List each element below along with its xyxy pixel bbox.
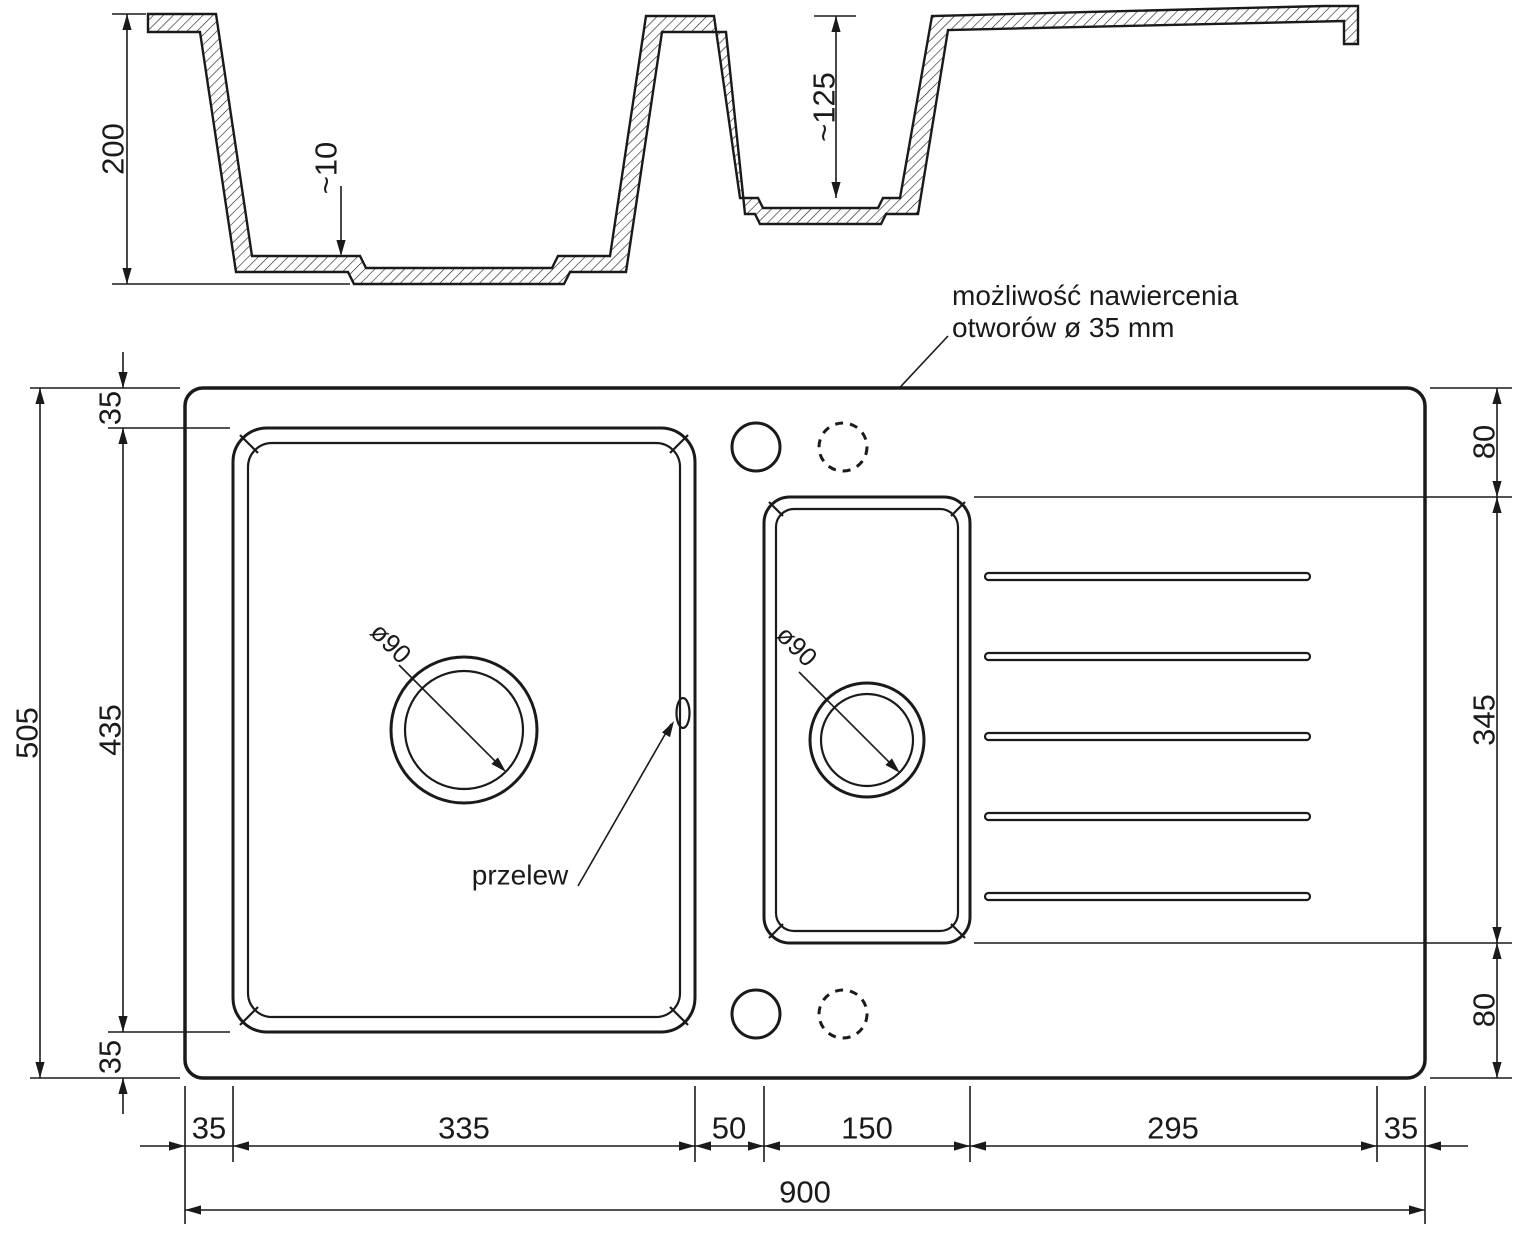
small-bowl-outline (762, 495, 972, 945)
drainboard-ridge (983, 571, 1312, 582)
main-drain-flange (389, 655, 539, 805)
main-drain-hole (403, 669, 525, 791)
overall-width-dim: 900 (779, 1175, 831, 1210)
small-bowl-depth-dim: ~125 (807, 72, 842, 142)
drainboard-ridge (983, 651, 1312, 662)
drainboard-height-dim: 345 (1467, 694, 1502, 746)
rim-left-dim: 35 (192, 1111, 226, 1146)
main-bowl-corner-ticks (239, 434, 689, 1026)
main-bowl-inner-rim (246, 441, 682, 1019)
drainboard-width-dim: 295 (1147, 1111, 1199, 1146)
overall-height-dim: 505 (10, 707, 45, 759)
drill-note-line1: możliwość nawiercenia (952, 280, 1239, 311)
plan-view: przelew ø90 ø90 (183, 386, 1427, 1080)
faucet-hole-bottom (730, 988, 782, 1040)
drainboard-ridge (983, 891, 1312, 902)
rim-right-dim: 35 (1384, 1111, 1418, 1146)
small-drain-flange (808, 681, 926, 799)
optional-hole-bottom-dashed (817, 988, 869, 1040)
small-drain-hole (819, 692, 915, 788)
right-bottom-dim: 80 (1467, 993, 1502, 1027)
section-depth-dim: 200 (96, 123, 131, 175)
section-profile (146, 4, 1360, 286)
drainboard-ridge (983, 731, 1312, 742)
small-bowl-width-dim: 150 (841, 1111, 893, 1146)
drainboard-ridges (983, 571, 1312, 902)
right-top-dim: 80 (1467, 425, 1502, 459)
main-bowl-outline (231, 426, 697, 1034)
drill-note: możliwość nawiercenia otworów ø 35 mm (856, 280, 1239, 434)
bowl-height-dim: 435 (93, 704, 128, 756)
cross-section-view (146, 4, 1360, 286)
drainboard-ridge (983, 811, 1312, 822)
sink-outline (183, 386, 1427, 1080)
faucet-hole-top (730, 421, 782, 473)
small-bowl-corner-ticks (768, 501, 966, 939)
rim-bottom-dim: 35 (93, 1040, 128, 1074)
bowl-width-dim: 335 (438, 1111, 490, 1146)
overflow-label: przelew (472, 860, 569, 891)
rim-top-dim: 35 (93, 391, 128, 425)
small-bowl-inner-rim (774, 507, 960, 933)
drill-note-line2: otworów ø 35 mm (952, 312, 1175, 343)
optional-hole-top-dashed (817, 421, 869, 473)
section-bottom-step-dim: ~10 (309, 142, 344, 195)
section-dimensions: 200 ~10 ~125 (96, 13, 856, 285)
overflow-oval (675, 696, 691, 730)
bowl-gap-dim: 50 (712, 1111, 746, 1146)
plan-dimensions: 505 435 35 35 80 345 80 (10, 352, 1512, 1224)
